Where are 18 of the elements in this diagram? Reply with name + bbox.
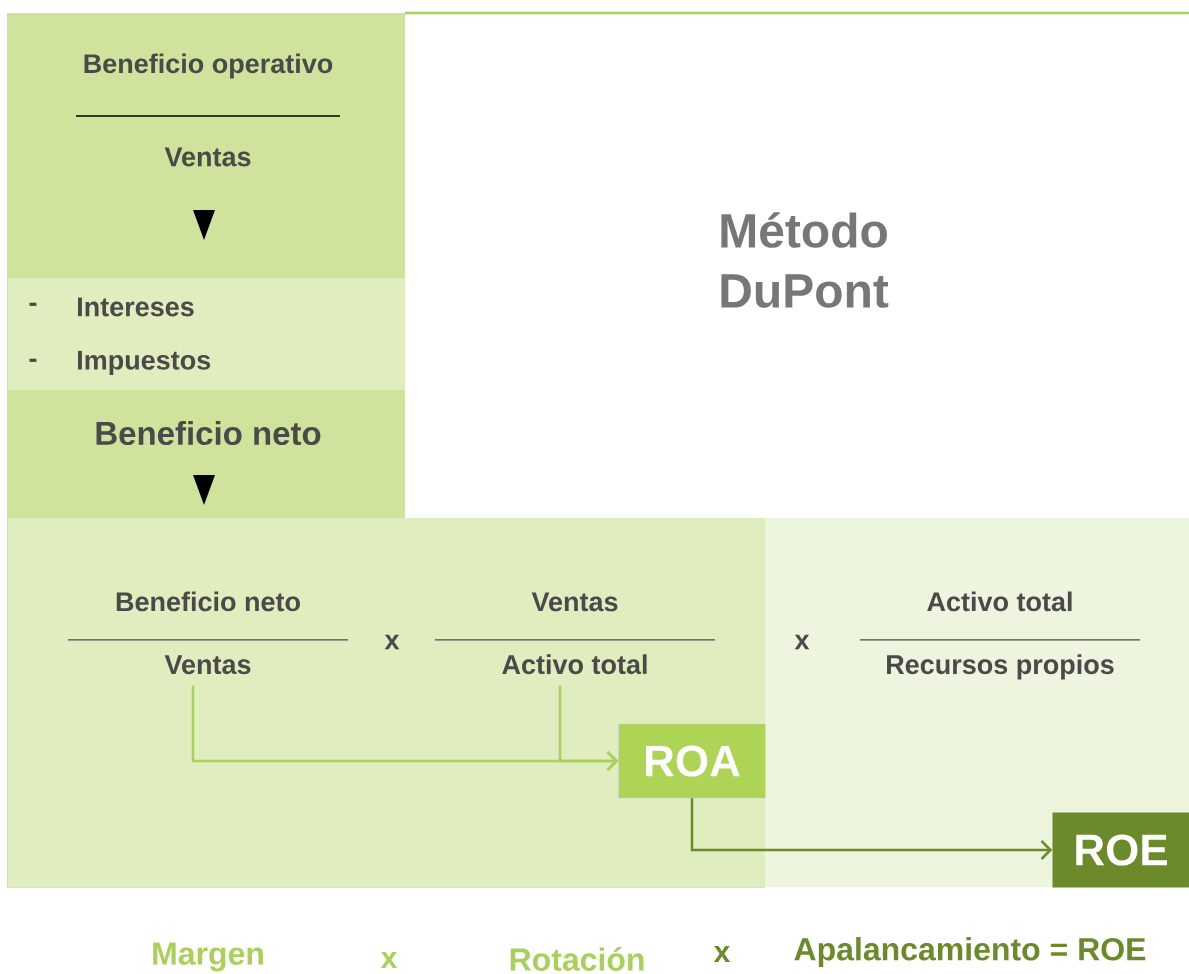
deduction-band: - Intereses - Impuestos	[8, 278, 405, 390]
fraction: Beneficio neto Ventas	[67, 591, 349, 675]
result-band: Beneficio neto	[8, 390, 405, 518]
formula-band: Beneficio operativo Ventas	[8, 13, 405, 278]
summary-text: Margen	[153, 942, 263, 972]
operator: x	[384, 634, 400, 650]
arrow	[690, 798, 1053, 860]
summary-text: Rotación	[510, 947, 644, 971]
fraction: Ventas Activo total	[434, 592, 716, 675]
result-box: ROE	[1052, 812, 1189, 888]
operator: x	[794, 634, 810, 650]
title: Método DuPont	[721, 212, 889, 308]
fraction: Activo total Recursos propios	[859, 591, 1141, 680]
summary-text: Apalancamiento = ROE	[794, 937, 1146, 967]
operator: x	[713, 946, 731, 962]
arrow	[558, 685, 619, 771]
operator: x	[380, 952, 398, 968]
result-box: ROA	[618, 723, 766, 799]
